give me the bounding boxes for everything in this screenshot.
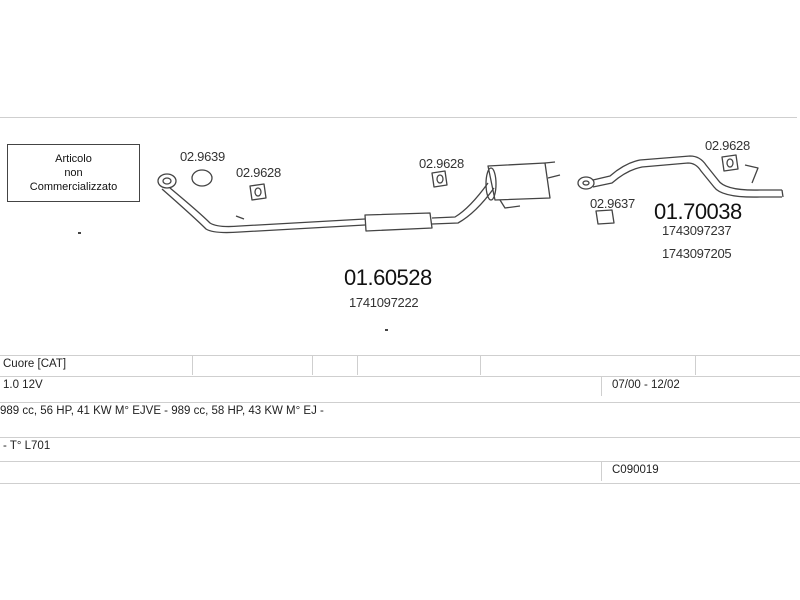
part-number-rear-section: 01.60528 <box>344 265 432 290</box>
rear-exhaust-section-drawing <box>157 161 561 234</box>
part-label-clamp-b-mid: 02.9628 <box>419 156 464 171</box>
diagram-dot <box>78 232 81 234</box>
not-sold-line-1: Articolo <box>55 153 92 165</box>
part-number-front-section: 01.70038 <box>654 199 742 224</box>
part-label-clamp-c: 02.9637 <box>590 196 635 211</box>
table-row-model: Cuore [CAT] <box>0 355 800 375</box>
oem-number-front-section-1: 1743097237 <box>662 223 732 238</box>
vehicle-period: 07/00 - 12/02 <box>612 379 680 391</box>
table-bottom-border <box>0 483 800 485</box>
clamp-drawings <box>191 154 739 225</box>
oem-number-front-section-2: 1743097205 <box>662 246 732 261</box>
catalog-code: C090019 <box>612 464 659 476</box>
exhaust-drawing <box>157 154 784 234</box>
vehicle-type: - T° L701 <box>3 440 51 452</box>
oem-number-rear-section: 1741097222 <box>349 295 419 310</box>
front-exhaust-section-drawing <box>577 155 784 198</box>
diagram-dot <box>385 329 388 331</box>
table-row-code: C090019 <box>0 461 800 481</box>
not-sold-notice: Articolo non Commercializzato <box>7 144 140 202</box>
part-label-clamp-b-right: 02.9628 <box>705 138 750 153</box>
table-row-engine: 1.0 12V 07/00 - 12/02 <box>0 376 800 396</box>
not-sold-line-3: Commercializzato <box>29 181 118 193</box>
not-sold-line-2: non <box>64 167 83 179</box>
vehicle-engine: 1.0 12V <box>3 379 43 391</box>
table-row-spec: 989 cc, 56 HP, 41 KW M° EJVE - 989 cc, 5… <box>0 402 800 422</box>
table-row-type: - T° L701 <box>0 437 800 457</box>
vehicle-spec: 989 cc, 56 HP, 41 KW M° EJVE - 989 cc, 5… <box>0 405 324 417</box>
exhaust-diagram: Articolo non Commercializzato 02.9639 02… <box>0 117 797 486</box>
part-label-clamp-b-left: 02.9628 <box>236 165 281 180</box>
part-label-clamp-a: 02.9639 <box>180 149 225 164</box>
vehicle-model: Cuore [CAT] <box>3 358 67 370</box>
